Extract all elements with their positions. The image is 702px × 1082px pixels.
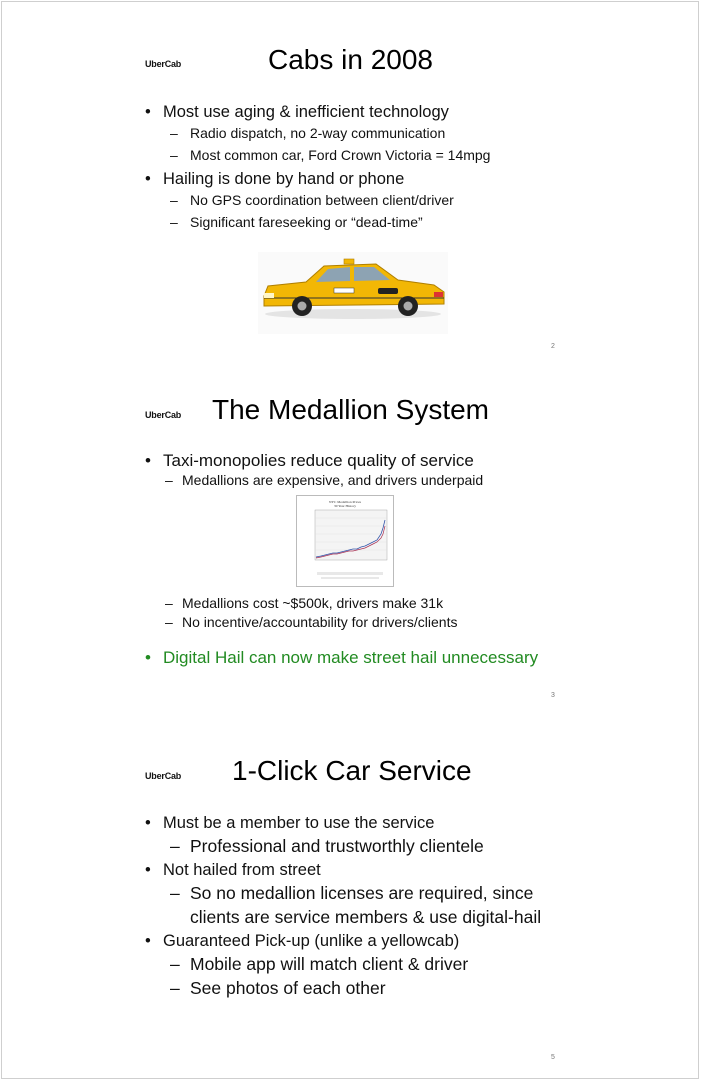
bullet: Hailing is done by hand or phone [145,169,490,189]
chart-title: NYC Medallion Prices [329,500,362,504]
bullet-list-continued: –Medallions cost ~$500k, drivers make 31… [145,594,457,632]
bullet-list: Most use aging & inefficient technology … [145,102,490,232]
sub-bullet: –Most common car, Ford Crown Victoria = … [170,147,491,163]
bullet: Most use aging & inefficient technology [145,102,490,122]
bullet: Taxi-monopolies reduce quality of servic… [145,451,483,471]
sub-bullet: –Radio dispatch, no 2-way communication [170,125,446,141]
bullet: Must be a member to use the service [145,813,570,833]
ubercab-logo: UberCab [145,59,182,69]
sub-bullet: –See photos of each other [170,978,386,998]
green-bullet: Digital Hail can now make street hail un… [145,648,538,668]
ubercab-logo: UberCab [145,410,182,420]
sub-bullet: –Medallions are expensive, and drivers u… [165,472,484,488]
page-number: 2 [551,343,555,350]
slide-title: 1-Click Car Service [232,755,472,786]
medallion-price-chart: NYC Medallion Prices 30 Year History [296,495,394,587]
sub-bullet: –No incentive/accountability for drivers… [165,614,458,630]
sub-bullet: –Mobile app will match client & driver [170,954,469,974]
page-number: 5 [551,1054,555,1061]
sub-bullet: –Medallions cost ~$500k, drivers make 31… [165,595,444,611]
chart-subtitle: 30 Year History [334,504,356,508]
sub-bullet: –Significant fareseeking or “dead-time” [170,214,423,230]
bullet: Not hailed from street [145,860,570,880]
sub-bullet: –No GPS coordination between client/driv… [170,192,454,208]
sub-bullet: –Professional and trustworthly clientele [170,836,484,856]
bullet-list: Taxi-monopolies reduce quality of servic… [145,451,483,490]
bullet: Guaranteed Pick-up (unlike a yellowcab) [145,931,570,951]
taxi-car-icon [258,252,448,334]
green-bullet-list: Digital Hail can now make street hail un… [145,648,538,668]
page-number: 3 [551,692,555,699]
slide-title: Cabs in 2008 [268,44,434,75]
ubercab-logo: UberCab [145,771,182,781]
taxi-image [258,252,448,334]
slide-title: The Medallion System [212,394,490,425]
sub-bullet: –So no medallion licenses are required, … [170,883,542,927]
bullet-list: Must be a member to use the service –Pro… [145,813,570,1000]
